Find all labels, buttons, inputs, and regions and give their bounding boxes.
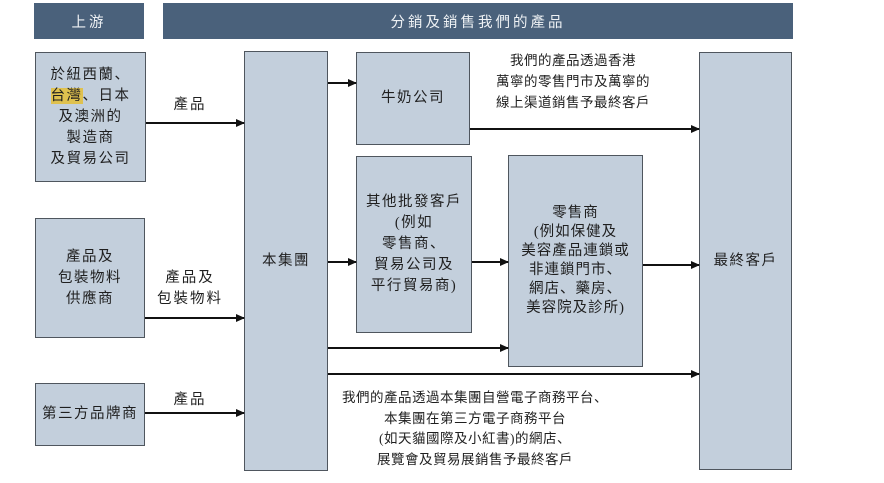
arrow-label-products-top: 產品	[173, 97, 207, 113]
box-dairy-company: 牛奶公司	[356, 52, 470, 145]
box-other-wholesale-line: 貿易公司及	[374, 257, 454, 273]
box-retailers-line: 網店、藥房、	[529, 281, 622, 297]
box-retailers-line: 零售商	[552, 205, 599, 221]
box-suppliers: 產品及 包裝物料 供應商	[35, 218, 145, 338]
box-suppliers-line: 包裝物料	[58, 269, 122, 286]
box-retailers: 零售商 (例如保健及 美容產品連鎖或 非連鎖門市、 網店、藥房、 美容院及診所)	[508, 155, 643, 367]
box-manufacturers-line: 於紐西蘭、	[50, 66, 131, 83]
box-other-wholesale: 其他批發客戶 (例如 零售商、 貿易公司及 平行貿易商)	[356, 156, 472, 333]
box-manufacturers-line: 及貿易公司	[50, 150, 131, 167]
annotation-ecommerce: 我們的產品透過本集團自營電子商務平台、 本集團在第三方電子商務平台 (如天貓國際…	[342, 390, 608, 467]
header-distribution-label: 分銷及銷售我們的產品	[390, 14, 566, 31]
box-group: 本集團	[244, 51, 328, 471]
box-other-wholesale-line: 其他批發客戶	[366, 194, 462, 210]
arrow-group-to-wholesale	[328, 261, 356, 263]
box-other-wholesale-line: 平行貿易商)	[370, 278, 458, 294]
box-retailers-line: 美容產品連鎖或	[521, 243, 630, 259]
box-final-customers: 最終客戶	[699, 52, 792, 470]
box-dairy-company-label: 牛奶公司	[381, 90, 445, 106]
box-manufacturers-line: 及澳洲的	[58, 108, 123, 125]
box-third-party-brands: 第三方品牌商	[35, 383, 145, 446]
arrow-retailers-to-final-customers	[643, 264, 699, 266]
arrow-group-to-final-customers	[328, 373, 699, 375]
box-final-customers-label: 最終客戶	[713, 252, 778, 269]
header-upstream-label: 上游	[71, 14, 107, 31]
box-suppliers-line: 產品及	[66, 248, 114, 265]
box-retailers-line: 美容院及診所)	[526, 300, 625, 316]
box-retailers-line: (例如保健及	[533, 224, 618, 240]
arrow-wholesale-to-retailers	[472, 261, 508, 263]
box-manufacturers-line: 台灣、日本	[50, 87, 131, 104]
arrow-label-products-packaging: 產品及 包裝物料	[157, 270, 223, 307]
arrow-brands-to-group	[145, 412, 244, 414]
taiwan-highlight: 台灣	[50, 87, 83, 104]
arrow-group-to-dairy	[328, 82, 356, 84]
box-other-wholesale-line: 零售商、	[382, 236, 446, 252]
header-upstream: 上游	[34, 3, 144, 39]
arrow-manufacturers-to-group	[146, 122, 244, 124]
header-distribution: 分銷及銷售我們的產品	[163, 3, 793, 39]
arrow-group-to-retailers	[328, 347, 508, 349]
box-manufacturers: 於紐西蘭、 台灣、日本 及澳洲的 製造商 及貿易公司	[35, 52, 146, 182]
box-suppliers-line: 供應商	[66, 290, 114, 307]
box-other-wholesale-line: (例如	[394, 215, 434, 231]
arrow-suppliers-to-group	[145, 317, 244, 319]
arrow-dairy-to-final-customers	[470, 128, 699, 130]
box-third-party-brands-label: 第三方品牌商	[42, 406, 138, 422]
annotation-mannings: 我們的產品透過香港 萬寧的零售門市及萬寧的 線上渠道銷售予最終客戶	[496, 53, 650, 110]
box-manufacturers-line: 製造商	[66, 129, 115, 146]
box-retailers-line: 非連鎖門市、	[529, 262, 622, 278]
arrow-label-products-bottom: 產品	[173, 392, 207, 408]
box-group-label: 本集團	[262, 252, 310, 269]
